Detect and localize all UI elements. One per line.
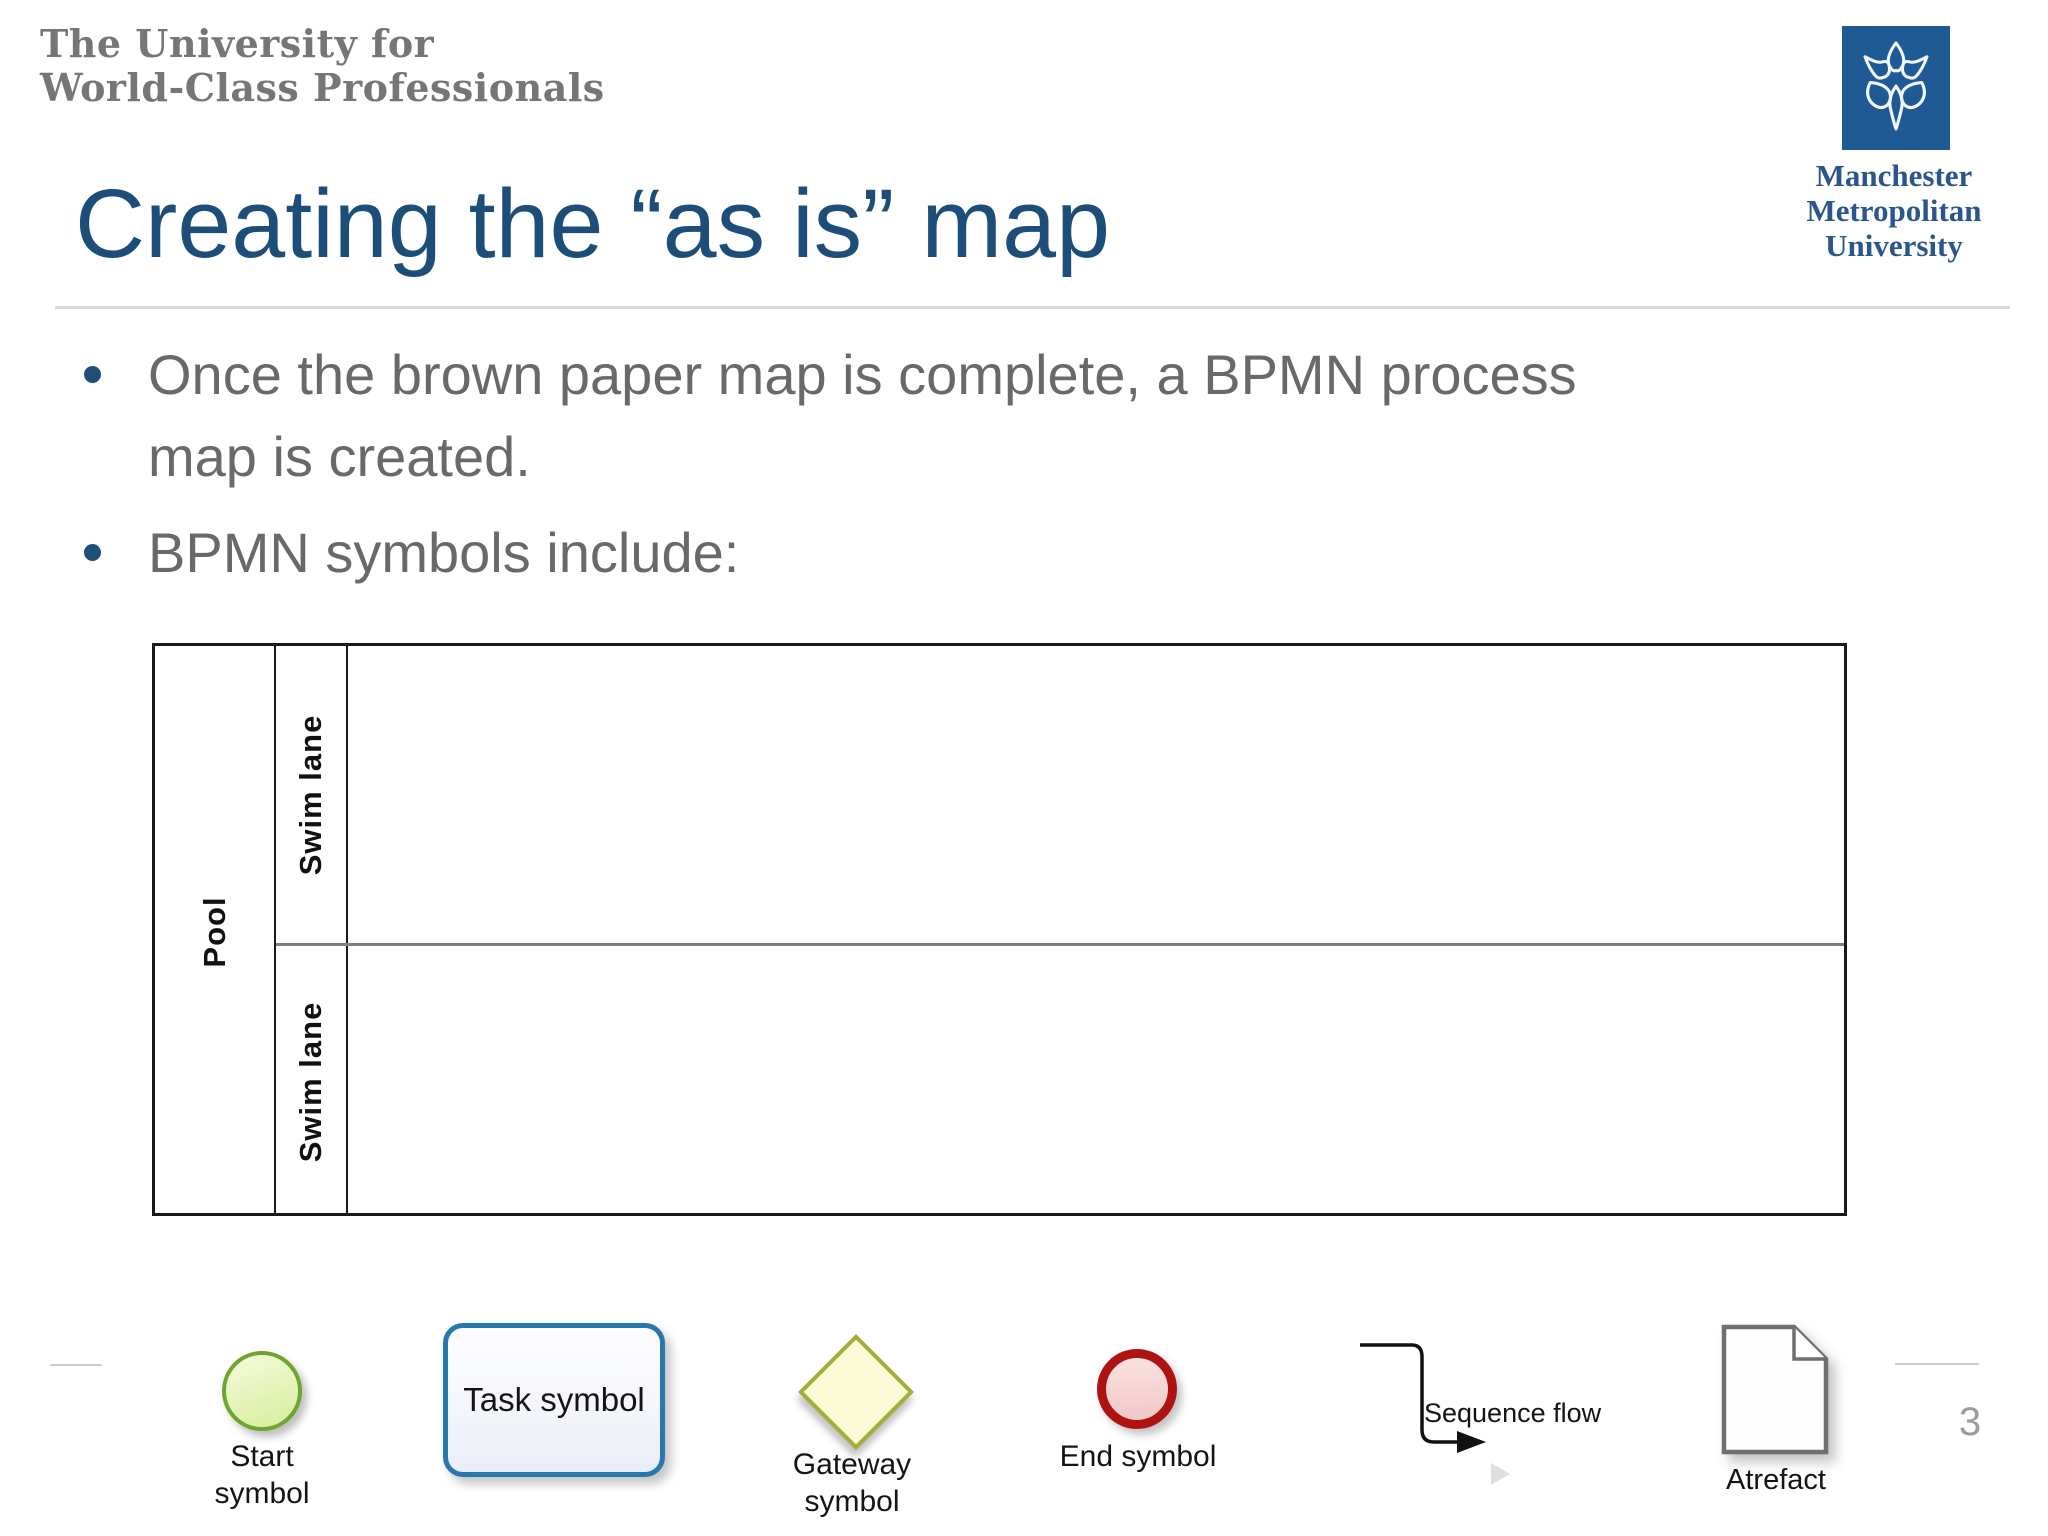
bullet-1-line-1: Once the brown paper map is complete, a … — [148, 343, 1577, 406]
mmu-wordmark-line-2: Metropolitan — [1806, 193, 1982, 228]
gateway-diamond-icon — [798, 1334, 914, 1450]
lane-label-column — [276, 646, 348, 1213]
start-label-line-2: symbol — [214, 1477, 310, 1510]
swim-lane-2-label: Swim lane — [293, 1001, 328, 1163]
pool-label-column — [155, 646, 276, 1213]
mmu-wordmark: Manchester Metropolitan University — [1763, 158, 2025, 263]
mmu-rose-icon — [1853, 36, 1939, 141]
end-symbol-label: End symbol — [1059, 1440, 1217, 1473]
right-footer-rule — [1895, 1363, 1979, 1365]
end-event-icon — [1097, 1349, 1177, 1429]
start-label-line-1: Start — [230, 1440, 294, 1473]
pool-label: Pool — [197, 896, 232, 968]
swim-lane-divider — [276, 943, 1844, 946]
task-shape: Task symbol — [443, 1323, 665, 1477]
tagline-line-2: World-Class Professionals — [40, 65, 605, 110]
task-symbol-label: Task symbol — [463, 1381, 645, 1418]
gateway-label-line-2: symbol — [804, 1485, 900, 1518]
artefact-label: Atrefact — [1726, 1464, 1826, 1496]
gateway-label-line-1: Gateway — [792, 1448, 912, 1481]
bullet-2-line-1: BPMN symbols include: — [148, 521, 740, 584]
swim-lane-1-label: Swim lane — [293, 714, 328, 876]
bullet-dot — [84, 366, 101, 383]
mmu-logo — [1842, 26, 1950, 150]
bullet-item-2: BPMN symbols include: — [148, 512, 739, 594]
university-tagline: The University for World-Class Professio… — [40, 22, 605, 110]
page-number: 3 — [1958, 1400, 1982, 1444]
bpmn-pool-diagram: Pool Swim lane Swim lane — [152, 643, 1847, 1216]
page-title: Creating the “as is” map — [75, 169, 1111, 278]
mmu-wordmark-line-1: Manchester — [1815, 158, 1973, 193]
bullet-1-line-2: map is created. — [148, 425, 531, 488]
left-footer-rule — [50, 1364, 102, 1366]
bullet-item-1: Once the brown paper map is complete, a … — [148, 334, 1577, 498]
gateway-symbol-label: Gateway symbol — [762, 1446, 942, 1520]
start-event-icon — [222, 1351, 302, 1431]
title-divider — [55, 306, 2010, 309]
tagline-line-1: The University for — [40, 21, 435, 66]
bullet-dot — [84, 544, 101, 561]
sequence-flow-label: Sequence flow — [1424, 1398, 1602, 1428]
mmu-wordmark-line-3: University — [1825, 228, 1963, 263]
start-symbol-label: Start symbol — [182, 1438, 342, 1512]
artefact-document-icon — [1718, 1322, 1833, 1463]
sequence-flow-arrow-icon — [1345, 1330, 1520, 1500]
